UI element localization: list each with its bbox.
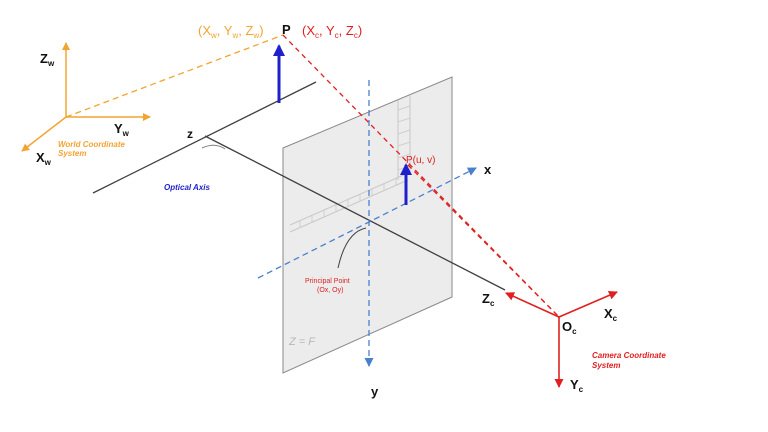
point-p-label: P — [282, 22, 291, 37]
world-projection-line — [65, 34, 284, 118]
world-x-label: Xw — [36, 150, 52, 167]
optical-axis-line — [204, 135, 506, 291]
image-x-axis — [257, 167, 477, 279]
camera-origin-label: Oc — [562, 319, 577, 336]
principal-point-label-line2: (Ox, Oy) — [317, 287, 343, 294]
image-point-label: P(u, v) — [406, 155, 435, 166]
world-coords-label: (Xw, Yw, Zw) — [198, 23, 264, 40]
camera-x-label: Xc — [604, 306, 618, 323]
optical-axis-leader — [201, 144, 226, 150]
principal-point-label-line1: Principal Point — [305, 278, 350, 285]
world-z-label: Zw — [40, 51, 55, 68]
optical-axis-label: Optical Axis — [164, 183, 210, 192]
z-axis-label: z — [187, 127, 193, 141]
plane-label: Z = F — [288, 336, 316, 348]
world-x-axis — [21, 116, 67, 152]
plane-grid-lines — [289, 96, 411, 233]
camera-x-axis — [558, 291, 618, 318]
image-y-label: y — [371, 384, 379, 399]
world-system-label-line2: System — [58, 149, 86, 158]
world-y-label: Yw — [114, 121, 130, 138]
camera-z-label: Zc — [482, 291, 495, 308]
camera-y-label: Yc — [570, 377, 584, 394]
world-system-label-line1: World Coordinate — [58, 140, 126, 149]
image-x-label: x — [484, 162, 492, 177]
plane-grid-rungs — [299, 105, 411, 228]
camera-z-axis — [505, 292, 560, 318]
camera-system-label-line1: Camera Coordinate — [592, 351, 666, 360]
camera-coords-label: (Xc, Yc, Zc) — [302, 23, 362, 40]
principal-point-leader — [337, 227, 367, 269]
camera-system-label-line2: System — [592, 361, 620, 370]
